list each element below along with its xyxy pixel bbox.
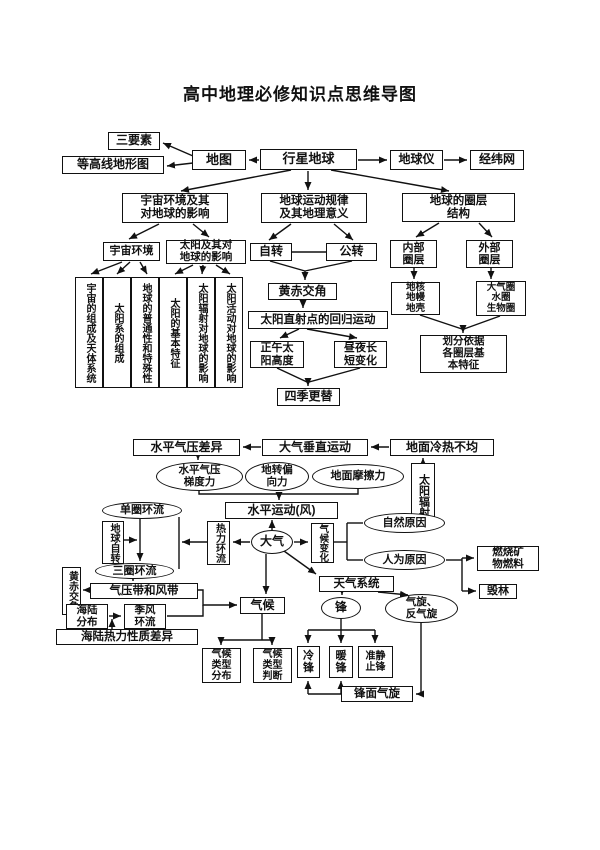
node-ditu: 地图 xyxy=(192,150,246,170)
edge xyxy=(377,590,409,598)
node-sanquan-huanliu: 三圈环流 xyxy=(95,563,174,579)
edge xyxy=(416,623,424,698)
node-col-taiyangxi-zucheng: 太阳系的组成 xyxy=(103,277,131,388)
edge xyxy=(199,264,207,275)
node-gongzhuan: 公转 xyxy=(326,243,377,261)
node-shuiping-qiya-chayi: 水平气压差异 xyxy=(133,439,240,456)
node-sanyaosu: 三要素 xyxy=(108,132,160,150)
node-huilin: 毁林 xyxy=(479,584,517,599)
node-hailu-fenbu: 海陆分布 xyxy=(66,604,108,629)
node-shuiping-qiya-tiduli: 水平气压梯度力 xyxy=(156,462,243,491)
node-shuiping-yundong-feng: 水平运动(风) xyxy=(225,502,338,519)
edge xyxy=(215,264,231,275)
node-qihou-leixing-fenbu: 气候类型分布 xyxy=(202,648,241,683)
node-jifeng-huanliu: 季风环流 xyxy=(124,604,166,629)
node-danquan-huanliu: 单圈环流 xyxy=(102,502,182,519)
node-dihe-diman-diqiao: 地核地幔地壳 xyxy=(391,282,440,315)
node-renwei-yuanyin: 人为原因 xyxy=(364,550,445,570)
edge xyxy=(306,328,358,341)
node-qiyadai-fengdai: 气压带和风带 xyxy=(90,583,198,599)
node-diqiu-zizhuan: 地球自转 xyxy=(102,521,124,564)
node-dizhuan-pianxiangli: 地转偏向力 xyxy=(245,462,309,491)
node-siji-gengti: 四季更替 xyxy=(277,388,340,406)
edge xyxy=(90,261,123,275)
node-col-taiyang-jiben-tezheng: 太阳的基本特征 xyxy=(159,277,187,388)
node-daqi: 大气 xyxy=(251,530,293,554)
node-nuanfeng: 暖锋 xyxy=(329,646,353,678)
node-taiyang-zhishedian: 太阳直射点的回归运动 xyxy=(248,311,388,329)
node-yuzhou-huanjing: 宇宙环境 xyxy=(103,242,160,261)
node-qihou-leixing-panduan: 气候类型判断 xyxy=(253,648,292,683)
edge xyxy=(268,223,292,241)
edge xyxy=(180,169,292,193)
edge xyxy=(478,222,493,238)
node-diqiu-quanceng-jiegou: 地球的圈层结构 xyxy=(402,193,515,222)
edge xyxy=(333,223,354,241)
node-ranshao-kuangwu-ranliao: 燃烧矿物燃料 xyxy=(477,546,539,571)
node-neibu-quanceng: 内部圈层 xyxy=(390,240,437,268)
node-col-diqiu-putong-teshu: 地球的普通性和特殊性 xyxy=(131,277,159,388)
node-huafen-yiju: 划分依据各圈层基本特征 xyxy=(420,335,507,373)
node-dimian-mocali: 地面摩擦力 xyxy=(312,464,404,489)
node-col-taiyang-huodong-yingxiang: 太阳活动对地球的影响 xyxy=(215,277,243,388)
node-qixuan-fanqixuan: 气旋、反气旋 xyxy=(385,594,458,623)
node-denggaoxian-dixingtu: 等高线地形图 xyxy=(62,156,164,174)
node-zhouye-changduan-bianhua: 昼夜长短变化 xyxy=(334,341,387,368)
edge xyxy=(419,314,463,330)
node-zhunjingzhi-feng: 准静止锋 xyxy=(358,646,393,678)
edge xyxy=(463,315,501,330)
edge xyxy=(139,261,148,275)
edge xyxy=(116,261,131,275)
node-qihou: 气候 xyxy=(240,597,285,614)
node-fengmian-qixuan: 锋面气旋 xyxy=(341,686,413,702)
node-qihou-bianhua: 气候变化 xyxy=(311,523,334,563)
edge xyxy=(269,260,306,272)
node-waibu-quanceng: 外部圈层 xyxy=(466,240,513,268)
node-huangchijiao-top: 黄赤交角 xyxy=(268,283,337,300)
edge xyxy=(162,142,194,157)
node-daqi-chuizhi-yundong: 大气垂直运动 xyxy=(262,439,368,456)
edge xyxy=(304,260,353,272)
node-zizhuan: 自转 xyxy=(250,243,292,261)
edge xyxy=(330,169,450,194)
edge xyxy=(174,264,194,275)
page-title: 高中地理必修知识点思维导图 xyxy=(183,85,417,104)
edge xyxy=(128,223,160,240)
edge xyxy=(415,222,440,238)
edge xyxy=(308,367,361,383)
node-hailu-reli-xingzhi-chayi: 海陆热力性质差异 xyxy=(56,629,198,645)
edge xyxy=(279,328,300,339)
node-jingweiwang: 经纬网 xyxy=(470,150,524,170)
node-col-taiyang-fushe-yingxiang: 太阳辐射对地球的影响 xyxy=(187,277,215,388)
node-tianqi-xitong: 天气系统 xyxy=(319,576,394,592)
node-col-yuzhou-zucheng: 宇宙的组成及天体系统 xyxy=(75,277,103,388)
node-reli-huanliu: 热力环流 xyxy=(207,521,230,565)
node-zhengwu-taiyang-gaodu: 正午太阳高度 xyxy=(250,341,304,368)
node-xingxing-diqiu: 行星地球 xyxy=(260,149,357,170)
edge xyxy=(192,223,210,238)
node-yuzhou-huanjing-yingxiang: 宇宙环境及其对地球的影响 xyxy=(122,193,228,223)
node-ziran-yuanyin: 自然原因 xyxy=(364,513,445,533)
edge xyxy=(198,589,237,609)
node-daqiquan-shuiquan-shengwuquan: 大气圈水圈生物圈 xyxy=(476,281,526,316)
edge xyxy=(276,367,308,383)
node-lengfeng: 冷锋 xyxy=(297,646,320,678)
node-taiyang-jiqi-yingxiang: 太阳及其对地球的影响 xyxy=(166,239,246,264)
edge xyxy=(166,161,194,169)
node-diqiuyi: 地球仪 xyxy=(390,150,443,170)
edge xyxy=(167,605,204,617)
node-dimian-lengre-bujun: 地面冷热不均 xyxy=(390,439,494,456)
node-feng: 锋 xyxy=(321,597,361,619)
edge xyxy=(283,550,317,575)
node-diqiu-yundong-guilv: 地球运动规律及其地理意义 xyxy=(261,193,367,223)
